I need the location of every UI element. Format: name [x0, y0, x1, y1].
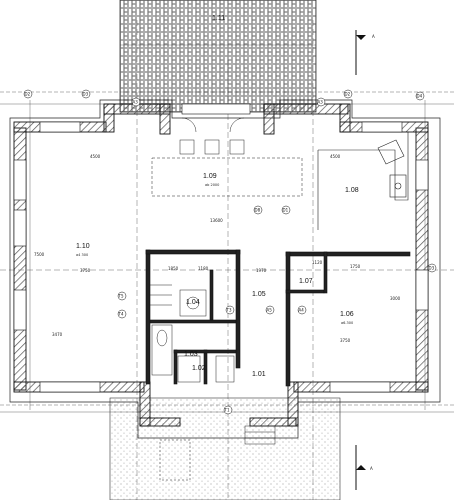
svg-text:D8: D8 — [255, 208, 261, 213]
room-area-1-06: a6.300 — [341, 321, 353, 325]
svg-text:A5: A5 — [267, 308, 273, 313]
marker-t4: T4 — [118, 309, 127, 319]
terrace-paving — [119, 0, 317, 113]
svg-text:T3: T3 — [226, 308, 232, 313]
svg-text:D3: D3 — [83, 92, 89, 97]
room-label-1-08: 1.08 — [345, 187, 359, 194]
dim-label: 7500 — [34, 252, 45, 257]
marker-a3-top: A3 — [131, 97, 141, 107]
exterior-walls — [13, 103, 429, 427]
sanitary-fixtures — [150, 284, 235, 383]
interior-walls — [145, 249, 411, 387]
marker-t3: T3 — [226, 305, 235, 315]
reference-markers: A3 A3 D2 D2 D3 D3 T5 T4 — [23, 89, 437, 415]
marker-a4: A4 — [297, 305, 307, 315]
marker-a3-right: A3 — [316, 97, 326, 107]
marker-d8: D8 — [253, 205, 263, 215]
room-labels: 1.11 1.09 ab 2000 1.08 1.10 a4 300 1.04 … — [76, 15, 359, 378]
room-label-1-09: 1.09 — [203, 173, 217, 180]
room-label-1-02: 1.02 — [192, 365, 206, 372]
room-area-1-10: a4 300 — [76, 253, 88, 257]
dining-fixtures — [151, 117, 303, 197]
room-area-1-09: ab 2000 — [205, 183, 219, 187]
dim-label: 1750 — [350, 264, 361, 269]
marker-d2-left: D2 — [23, 89, 33, 99]
svg-text:D2: D2 — [25, 92, 31, 97]
dimension-labels: 4500 4500 13600 3750 3750 3470 7500 3000… — [34, 154, 401, 343]
room-label-1-05: 1.05 — [252, 291, 266, 298]
dim-label: 3750 — [80, 268, 91, 273]
kitchen-counter — [317, 132, 409, 230]
dim-label: 3750 — [340, 338, 351, 343]
svg-text:T5: T5 — [118, 294, 124, 299]
room-label-1-07: 1.07 — [299, 278, 313, 285]
svg-text:D2: D2 — [345, 92, 351, 97]
svg-text:T4: T4 — [118, 312, 124, 317]
dim-label: 1120 — [312, 260, 323, 265]
marker-t5: T5 — [118, 291, 127, 301]
room-label-1-04: 1.04 — [186, 299, 200, 306]
marker-d3-left: D3 — [81, 89, 91, 99]
svg-text:A3: A3 — [318, 100, 324, 105]
room-label-1-06: 1.06 — [340, 311, 354, 318]
room-label-1-10: 1.10 — [76, 243, 90, 250]
svg-text:A3: A3 — [133, 100, 139, 105]
dim-label: 3470 — [52, 332, 63, 337]
section-letter-bottom: A — [370, 466, 373, 471]
svg-text:A4: A4 — [299, 308, 305, 313]
marker-d4: D4 — [415, 91, 425, 101]
marker-t1: T1 — [224, 405, 233, 415]
section-mark-bottom: A — [355, 445, 373, 490]
dim-label: 3000 — [390, 296, 401, 301]
svg-text:D1: D1 — [283, 208, 289, 213]
grid-lines — [0, 20, 454, 500]
room-label-1-01: 1.01 — [252, 371, 266, 378]
svg-text:T1: T1 — [224, 408, 230, 413]
entrance-steps — [159, 425, 276, 481]
windows — [13, 103, 429, 393]
dim-label: 13600 — [210, 218, 223, 223]
svg-text:D4: D4 — [417, 94, 423, 99]
marker-d3-right: D3 — [427, 263, 437, 273]
section-letter-top: A — [372, 34, 375, 39]
room-label-1-03: 1.03 — [184, 351, 198, 358]
dim-label: 1180 — [198, 266, 209, 271]
dim-label: 4500 — [90, 154, 101, 159]
marker-d2-right: D2 — [343, 89, 353, 99]
outer-insulation-contour — [9, 99, 441, 439]
dim-label: 1970 — [256, 268, 267, 273]
marker-a5: A5 — [265, 305, 275, 315]
dim-label: 1850 — [168, 266, 179, 271]
dim-label: 4500 — [330, 154, 341, 159]
svg-text:D3: D3 — [429, 266, 435, 271]
room-label-1-11: 1.11 — [212, 15, 225, 22]
marker-d1: D1 — [281, 205, 291, 215]
section-mark-top: A — [355, 30, 375, 75]
